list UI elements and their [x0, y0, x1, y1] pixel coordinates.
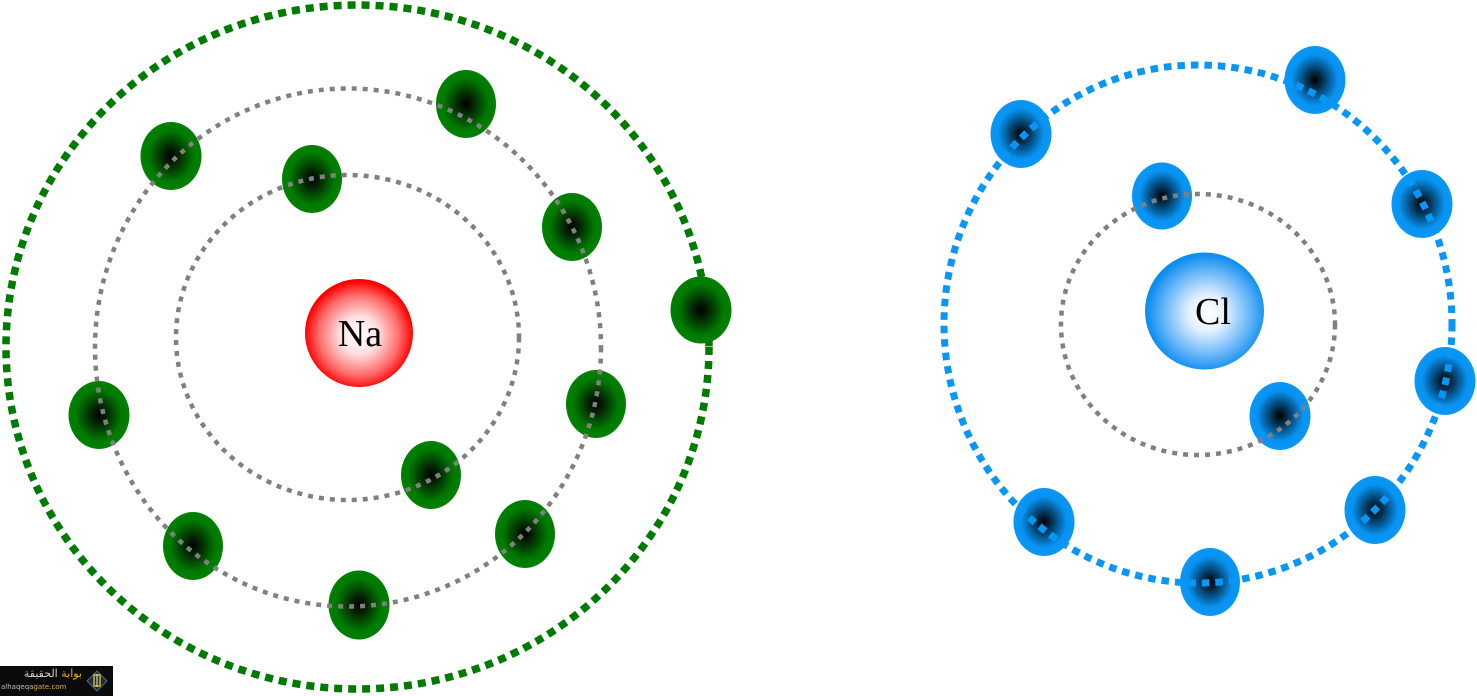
- watermark-logo: بوابة الحقيقة alhaqeqagate.com: [0, 666, 113, 696]
- sodium-shell-3-electron: [670, 276, 732, 344]
- electron: [328, 570, 390, 640]
- watermark-url-part1: alhaqeqa: [1, 683, 34, 691]
- sodium-shell-1: [173, 172, 522, 503]
- electron: [68, 381, 130, 449]
- diamond-logo-icon: [86, 670, 108, 692]
- sodium-shell-2: [92, 86, 604, 609]
- chlorine-atom: Cl: [940, 46, 1476, 616]
- electron: [1180, 548, 1240, 616]
- sodium-nucleus: [305, 279, 413, 387]
- sodium-shell-3: [2, 1, 713, 693]
- watermark-name-part1: بوابة: [61, 667, 82, 680]
- sodium-atom: Na: [2, 1, 732, 693]
- electron: [436, 70, 496, 138]
- chlorine-nucleus: [1145, 252, 1264, 370]
- electron: [1249, 382, 1311, 450]
- electron: [542, 193, 602, 261]
- watermark-url-part2: gate.com: [33, 683, 67, 691]
- electron: [1132, 162, 1192, 230]
- chlorine-shell-1: [1058, 191, 1338, 458]
- electron: [1284, 46, 1346, 114]
- sodium-symbol: Na: [338, 313, 382, 355]
- watermark-name-part2: الحقيقة: [23, 667, 58, 680]
- electron: [401, 441, 461, 509]
- electron: [1013, 488, 1075, 556]
- chlorine-shell-1-electrons: [1132, 162, 1311, 450]
- electron: [495, 500, 555, 568]
- watermark-url: alhaqeqagate.com: [1, 683, 66, 692]
- electron: [140, 122, 202, 190]
- watermark-name: بوابة الحقيقة: [2, 667, 82, 680]
- chlorine-symbol: Cl: [1195, 291, 1231, 333]
- chlorine-shell-2: [940, 61, 1456, 587]
